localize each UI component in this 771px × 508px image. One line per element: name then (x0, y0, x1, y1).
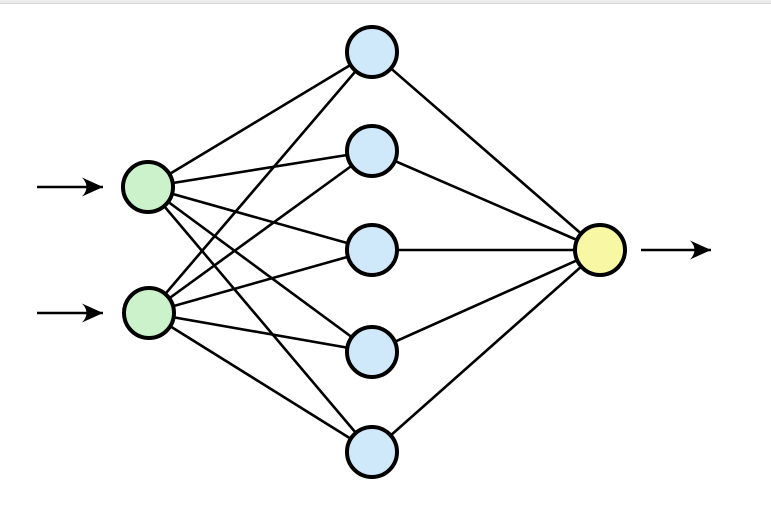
edges-group (147, 50, 601, 454)
edge-i2-h2 (148, 149, 373, 315)
nodes-group (121, 25, 627, 479)
edge-i2-h4 (148, 311, 373, 354)
hidden-node-4 (345, 325, 399, 379)
hidden-node-3 (345, 223, 399, 277)
edge-i2-h1 (148, 51, 373, 314)
output-node-1 (573, 223, 627, 277)
hidden-node-1 (345, 25, 399, 79)
edge-i2-h5 (148, 311, 373, 454)
edge-h4-o1 (371, 248, 601, 354)
edge-h1-o1 (371, 51, 601, 251)
edge-i1-h3 (147, 185, 373, 252)
edge-i2-h3 (148, 248, 373, 315)
edge-i1-h5 (147, 186, 373, 453)
edge-h2-o1 (371, 149, 601, 252)
input-node-1 (121, 160, 175, 214)
input-node-2 (122, 286, 176, 340)
top-strip (0, 0, 771, 4)
hidden-node-2 (345, 124, 399, 178)
edge-h5-o1 (371, 249, 601, 453)
edge-i1-h1 (147, 50, 373, 189)
arrows-group (37, 177, 711, 323)
edge-i1-h2 (147, 149, 373, 189)
hidden-node-5 (345, 425, 399, 479)
edge-i1-h4 (147, 185, 373, 354)
